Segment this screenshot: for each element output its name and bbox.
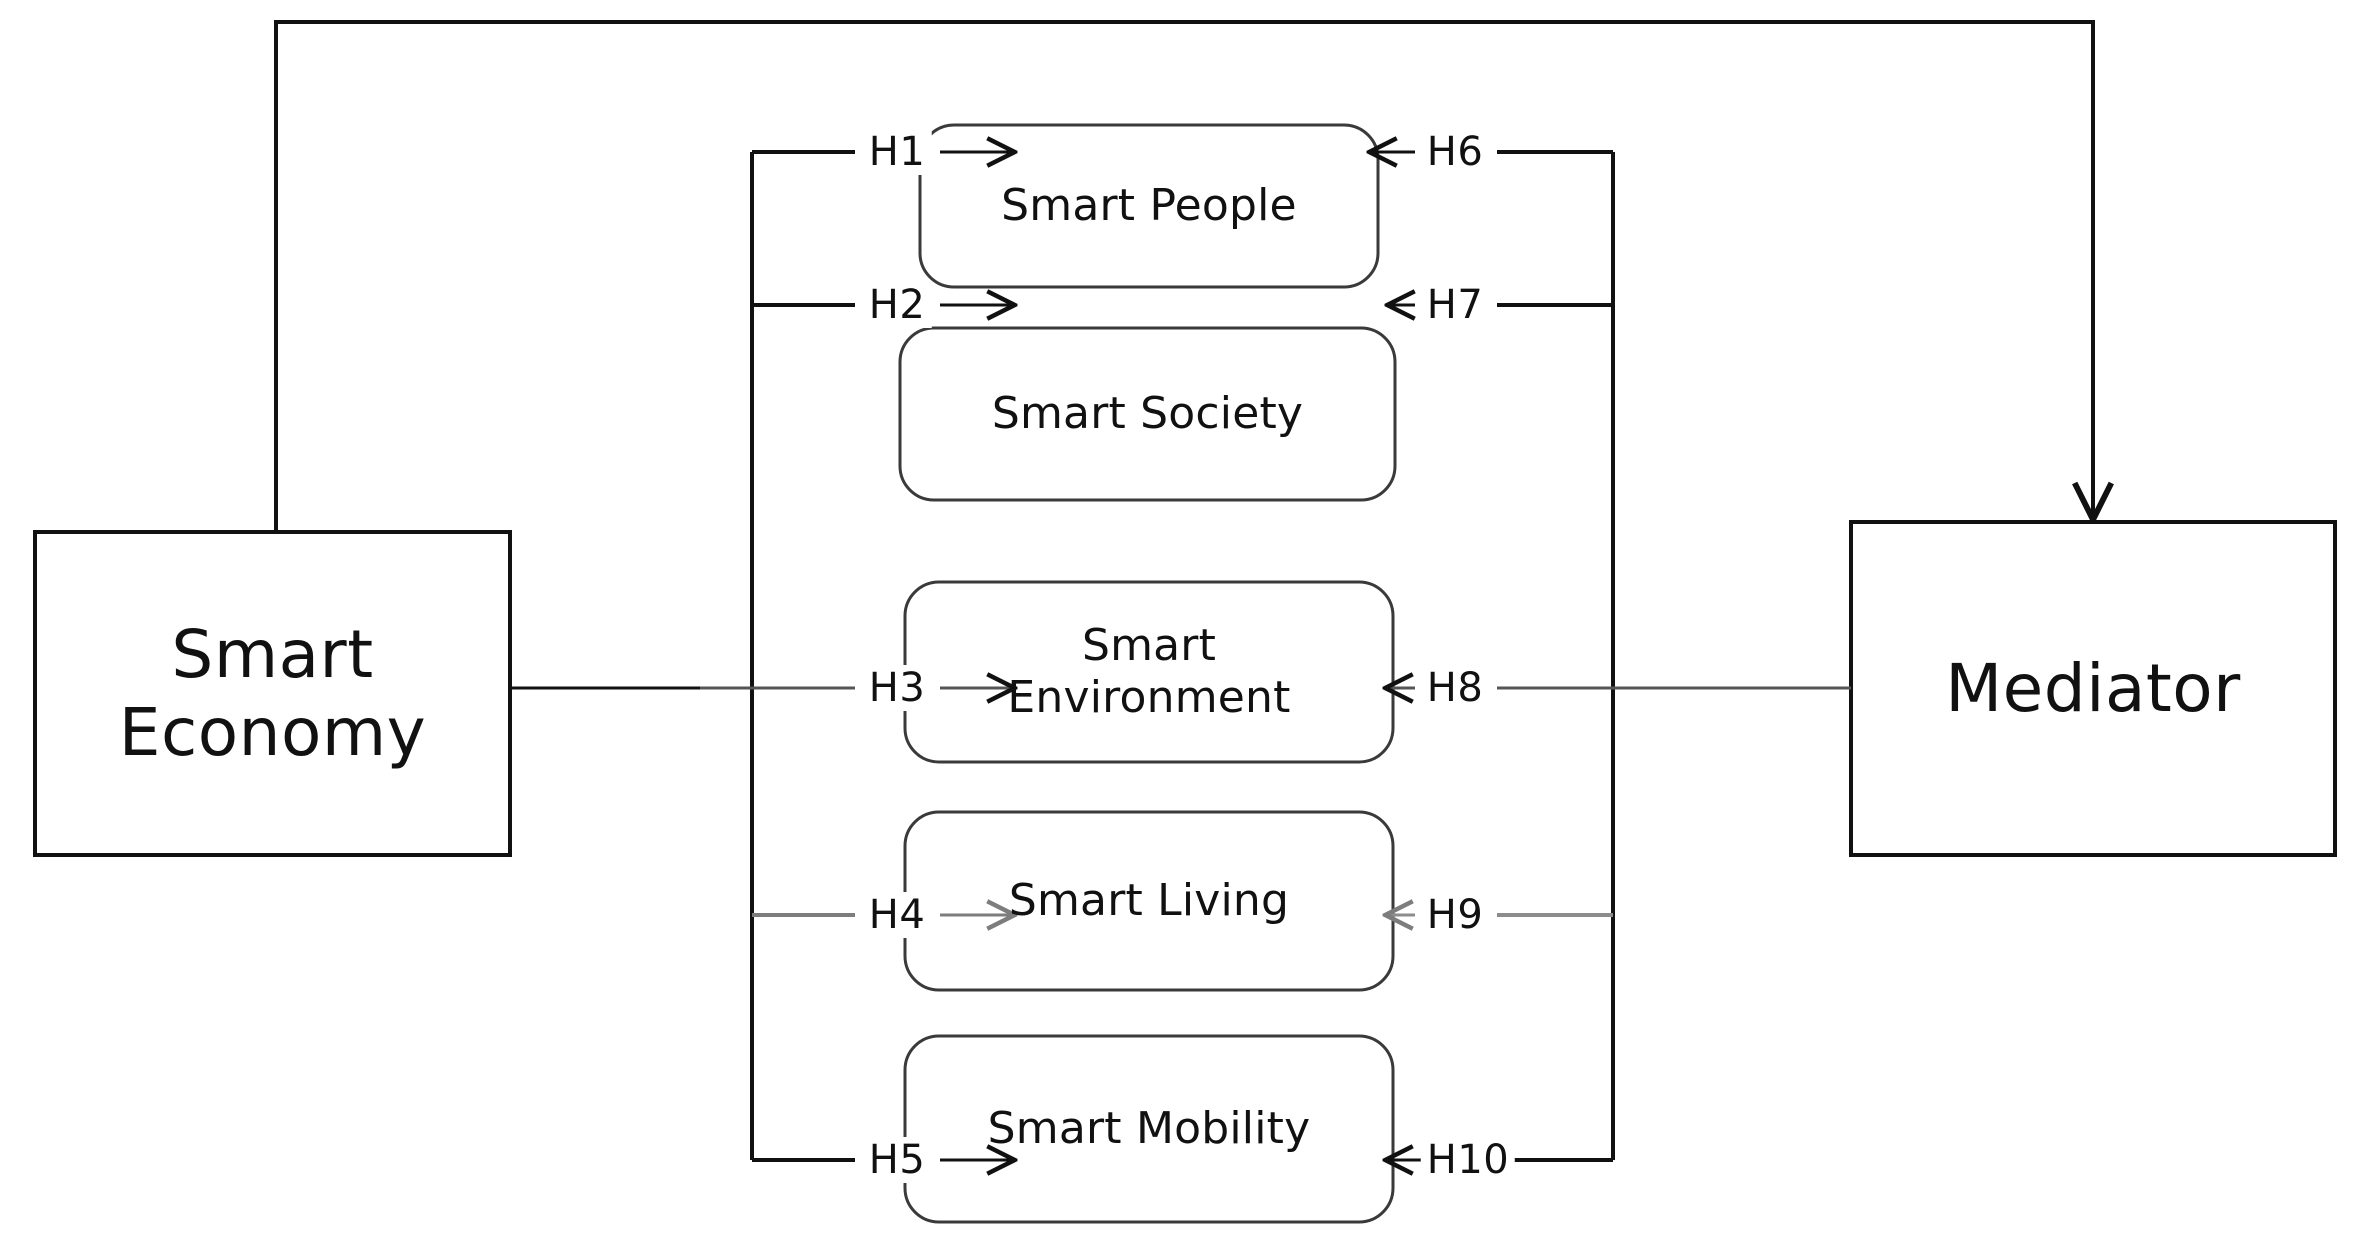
smart-living-box[interactable] bbox=[903, 810, 1395, 992]
economy-to-mediator-path bbox=[274, 20, 2093, 532]
hypothesis-label-h4: H4 bbox=[862, 892, 932, 938]
hypothesis-label-h3: H3 bbox=[862, 665, 932, 711]
smart-mobility-box[interactable] bbox=[903, 1034, 1395, 1224]
hypothesis-label-h8: H8 bbox=[1420, 665, 1490, 711]
hypothesis-label-h5: H5 bbox=[862, 1137, 932, 1183]
hypothesis-label-h10: H10 bbox=[1420, 1137, 1516, 1183]
hypothesis-label-h7: H7 bbox=[1420, 282, 1490, 328]
hypothesis-label-h1: H1 bbox=[862, 129, 932, 175]
smart-society-box[interactable] bbox=[898, 326, 1397, 502]
hypothesis-label-h2: H2 bbox=[862, 282, 932, 328]
mediator-box[interactable] bbox=[1849, 520, 2337, 857]
smart-people-box[interactable] bbox=[918, 123, 1380, 289]
smart-economy-box[interactable] bbox=[33, 530, 512, 857]
smart-environment-box[interactable] bbox=[903, 580, 1395, 764]
hypothesis-label-h6: H6 bbox=[1420, 129, 1490, 175]
hypothesis-label-h9: H9 bbox=[1420, 892, 1490, 938]
